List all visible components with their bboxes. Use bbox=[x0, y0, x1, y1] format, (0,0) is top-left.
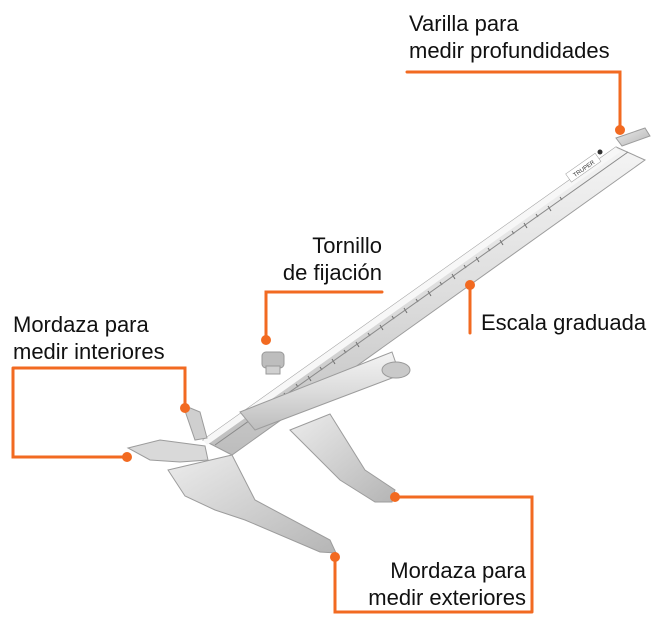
label-scale-line1: Escala graduada bbox=[481, 310, 647, 335]
sliding-jaw bbox=[239, 351, 411, 503]
label-scale: Escala graduada bbox=[481, 309, 646, 336]
label-outside-jaws-line2: medir exteriores bbox=[368, 585, 526, 610]
label-depth-rod: Varilla para medir profundidades bbox=[409, 10, 610, 64]
fixed-jaw bbox=[126, 404, 337, 554]
label-outside-jaws: Mordaza para medir exteriores bbox=[330, 557, 526, 611]
label-inside-jaws-line2: medir interiores bbox=[13, 339, 165, 364]
label-depth-rod-line2: medir profundidades bbox=[409, 38, 610, 63]
depth-rod bbox=[615, 127, 651, 147]
label-depth-rod-line1: Varilla para bbox=[409, 11, 519, 36]
label-inside-jaws: Mordaza para medir interiores bbox=[13, 311, 165, 365]
caliper-beam: TRUPER bbox=[202, 127, 651, 456]
label-lock-screw-line1: Tornillo bbox=[312, 233, 382, 258]
rivet bbox=[597, 149, 603, 155]
label-inside-jaws-line1: Mordaza para bbox=[13, 312, 149, 337]
label-outside-jaws-line1: Mordaza para bbox=[390, 558, 526, 583]
thumb-roller bbox=[381, 361, 411, 379]
label-lock-screw: Tornillo de fijación bbox=[260, 232, 382, 286]
leader-lines bbox=[11, 70, 622, 614]
label-lock-screw-line2: de fijación bbox=[282, 260, 382, 285]
leader-dots bbox=[122, 125, 625, 562]
